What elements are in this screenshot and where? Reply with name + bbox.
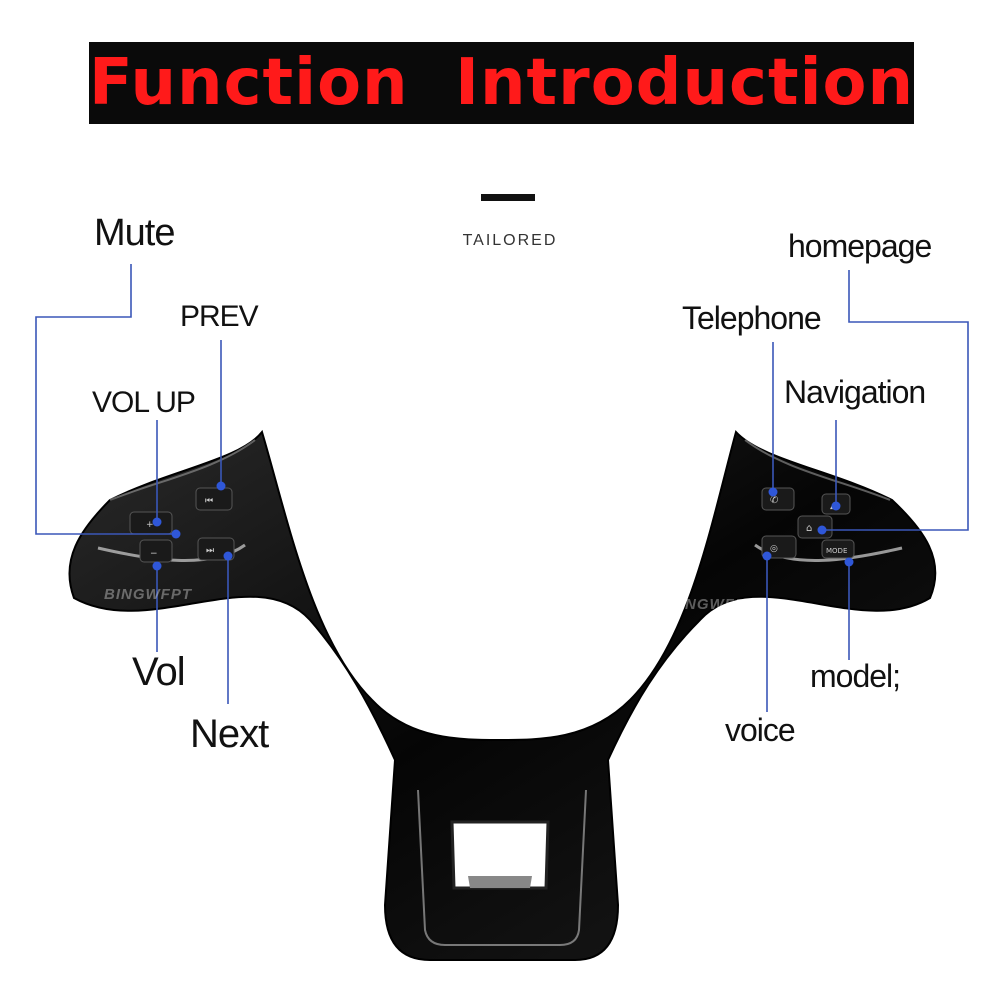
next-dot: [223, 551, 233, 561]
label-mute: Mute: [94, 212, 175, 254]
model-dot: [844, 557, 854, 567]
label-vol-up: VOL UP: [92, 386, 196, 419]
spoke-window: [450, 820, 550, 890]
prev-dot: [216, 481, 226, 491]
title-banner: Function Introduction: [89, 42, 914, 124]
navigation-dot: [831, 501, 841, 511]
bottom-chrome-trim: [417, 789, 587, 946]
label-homepage: homepage: [788, 228, 932, 264]
voice-dot: [762, 551, 772, 561]
svg-text:⏭: ⏭: [206, 546, 214, 556]
svg-text:✆: ✆: [770, 495, 778, 506]
mute-leader: [35, 264, 176, 535]
spoke-slot: [468, 876, 532, 888]
banner-title: Function Introduction: [88, 46, 915, 120]
svg-text:+: +: [146, 520, 154, 530]
label-vol: Vol: [132, 650, 186, 694]
brand-bar: [481, 194, 535, 201]
label-navigation: Navigation: [784, 374, 926, 410]
label-voice: voice: [725, 712, 796, 748]
label-prev: PREV: [180, 300, 259, 333]
brand-text: TAILORED: [462, 232, 558, 249]
vol-up-dot: [152, 517, 162, 527]
telephone-dot: [768, 487, 778, 497]
label-model: model;: [810, 658, 901, 694]
svg-text:MODE: MODE: [826, 547, 847, 555]
steering-wheel-cover: [68, 429, 937, 961]
watermark-right: BINGWFPT: [668, 596, 756, 613]
label-telephone: Telephone: [682, 300, 822, 336]
right-chrome-trim-upper: [744, 439, 891, 501]
svg-text:◎: ◎: [770, 544, 778, 554]
homepage-dot: [817, 525, 827, 535]
vol-dot: [152, 561, 162, 571]
svg-text:⌂: ⌂: [806, 523, 812, 534]
svg-text:⏮: ⏮: [205, 496, 213, 506]
svg-text:−: −: [150, 549, 158, 559]
left-button-panel: + − ⏮ ⏭: [129, 487, 235, 563]
homepage-leader: [822, 270, 969, 531]
mute-dot: [171, 529, 181, 539]
left-chrome-trim-upper: [109, 439, 256, 501]
label-next: Next: [190, 712, 269, 756]
watermark-left: BINGWFPT: [104, 586, 192, 603]
